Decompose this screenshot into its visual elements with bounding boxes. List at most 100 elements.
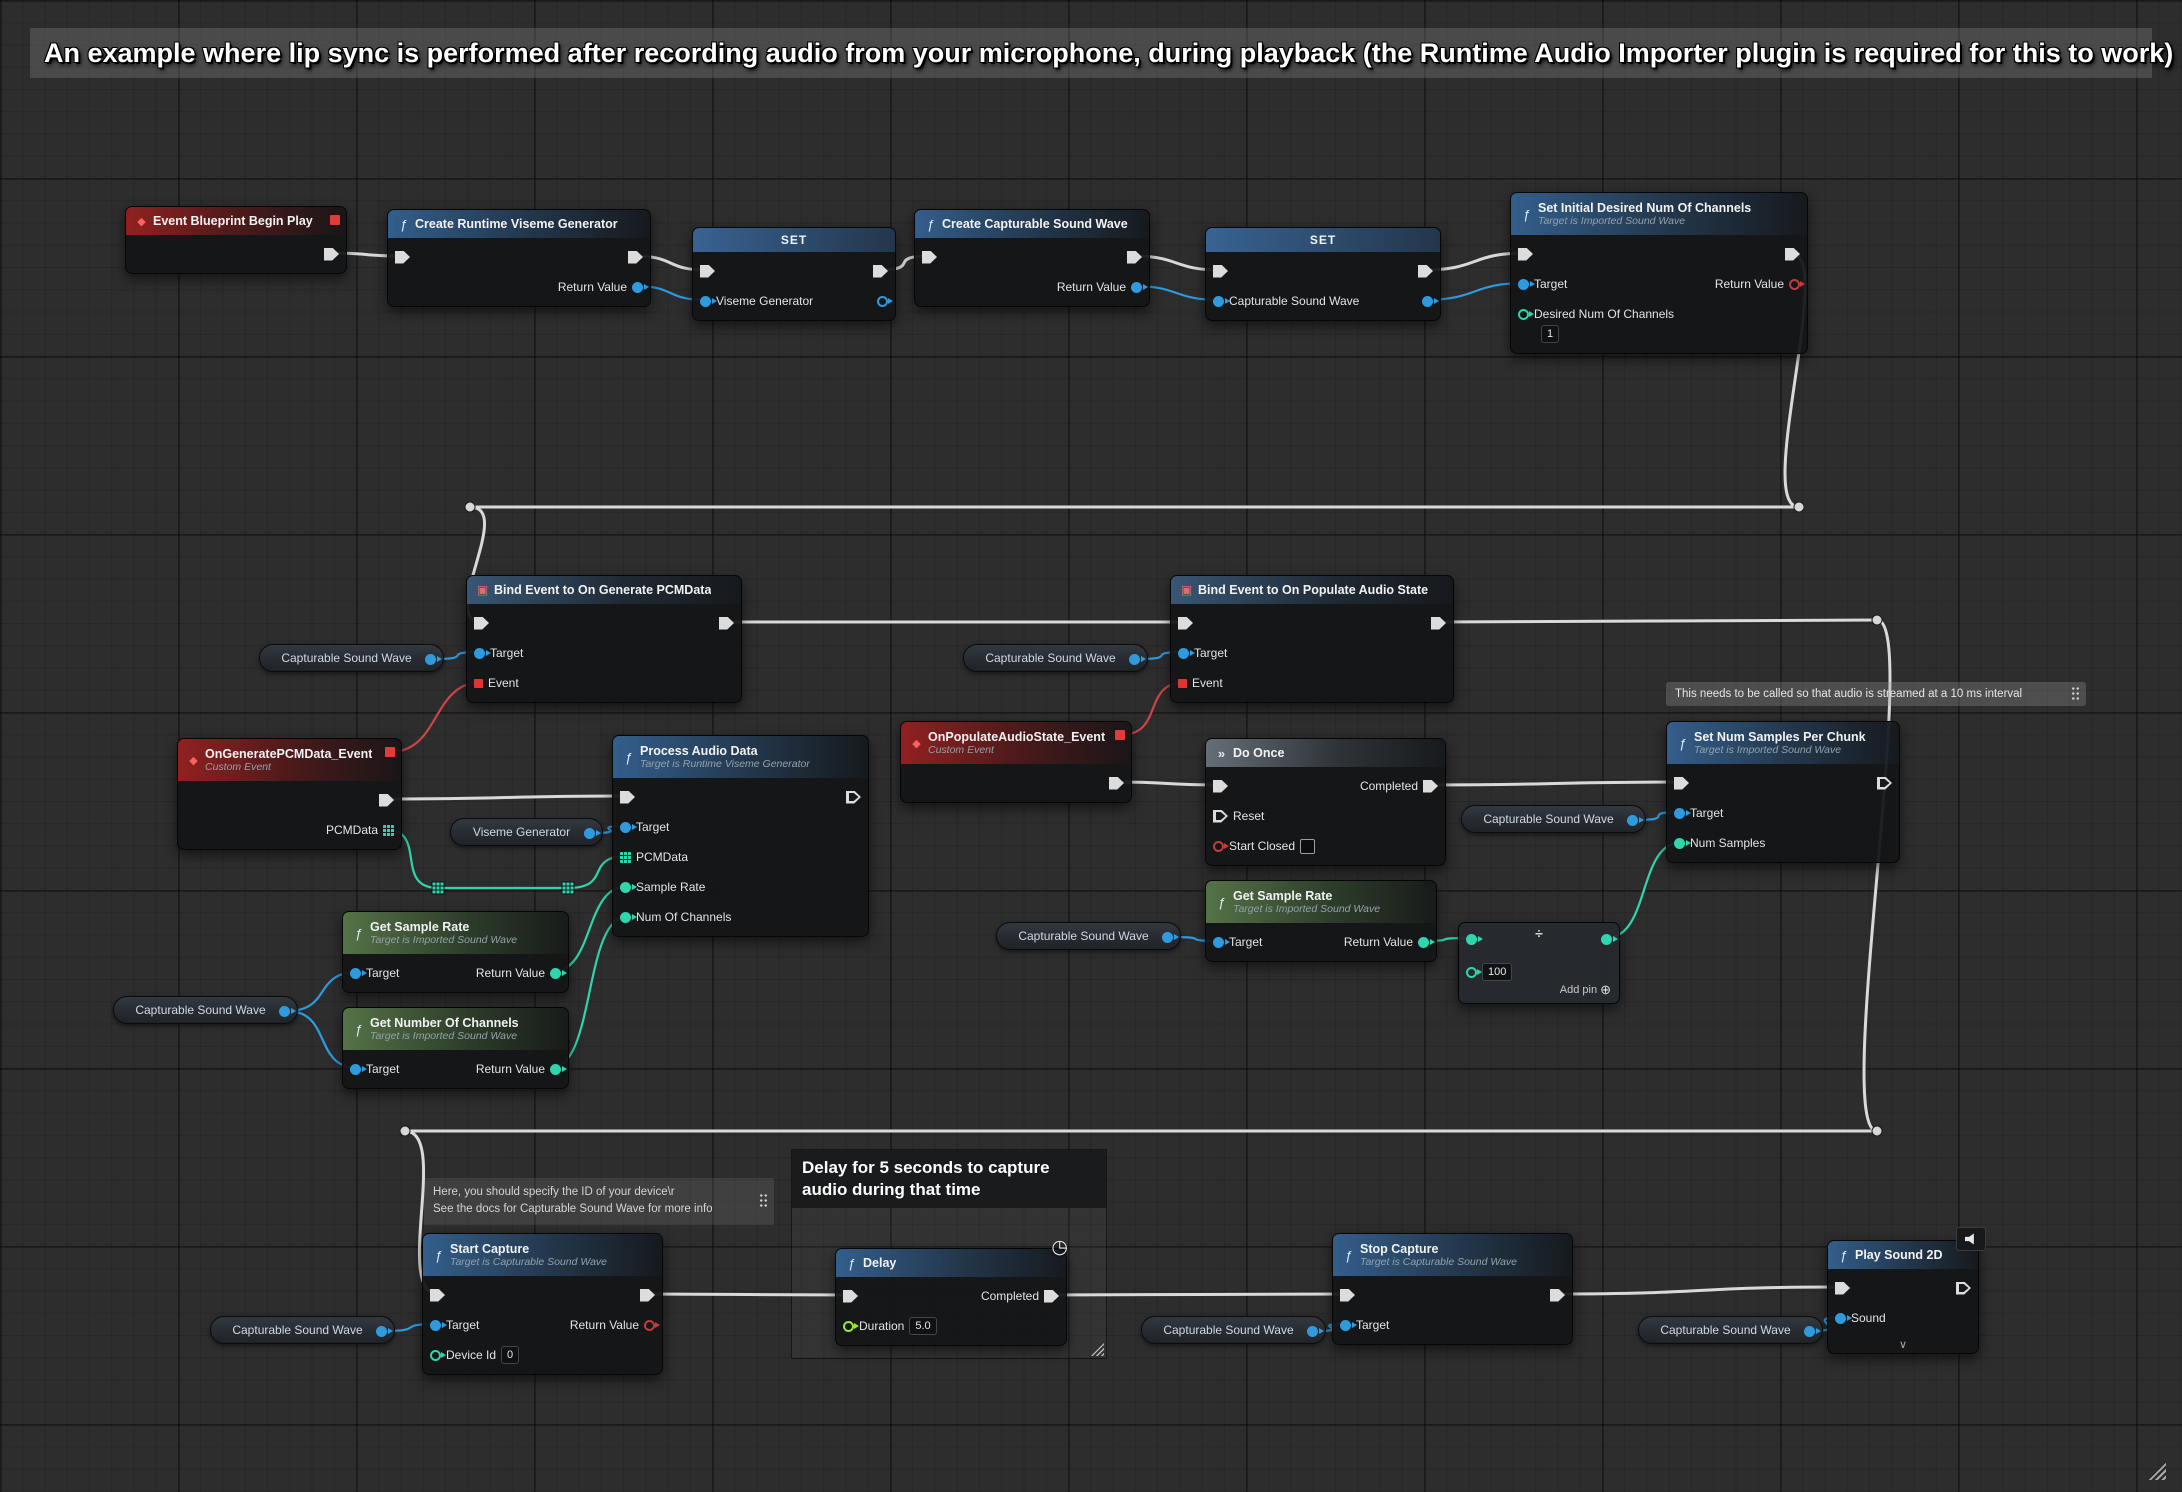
target-pin[interactable]: [1674, 807, 1691, 819]
graph-title-banner[interactable]: An example where lip sync is performed a…: [30, 28, 2173, 78]
reroute-knot[interactable]: [1871, 1125, 1883, 1137]
duration-pin[interactable]: [843, 1320, 859, 1332]
pin-value-input[interactable]: 100: [1482, 963, 1513, 981]
array-pin[interactable]: [383, 824, 394, 836]
return-value-pin[interactable]: [1131, 281, 1148, 293]
exec-pin[interactable]: [1178, 616, 1193, 630]
target-pin[interactable]: [1213, 936, 1230, 948]
output-pin[interactable]: [425, 653, 442, 665]
delay-comment-title[interactable]: Delay for 5 seconds to capture audio dur…: [792, 1150, 1106, 1209]
exec-pin[interactable]: [640, 1288, 655, 1302]
delegate-pin[interactable]: [1115, 730, 1125, 740]
return-value-pin[interactable]: [550, 1063, 567, 1075]
delegate-pin[interactable]: [1178, 678, 1187, 688]
exec-pin[interactable]: [395, 250, 410, 264]
device-id-pin[interactable]: [430, 1349, 446, 1361]
desired-num-of-channels-value-input[interactable]: 1: [1541, 325, 1560, 343]
output-pin[interactable]: [1307, 1325, 1324, 1337]
set-capturable-sound-wave-header[interactable]: SET: [1206, 228, 1440, 252]
output-pin[interactable]: [376, 1325, 393, 1337]
exec-pin[interactable]: [1956, 1281, 1971, 1295]
capturable-sound-wave-variable[interactable]: Capturable Sound Wave: [996, 922, 1181, 950]
expand-chevron-icon[interactable]: ∨: [1898, 1339, 1908, 1351]
target-pin[interactable]: [1340, 1319, 1357, 1331]
viseme-generator-pin[interactable]: [700, 295, 717, 307]
event-blueprint-begin-play[interactable]: ◆Event Blueprint Begin Play: [125, 206, 347, 274]
device-id-note[interactable]: Here, you should specify the ID of your …: [424, 1178, 774, 1225]
target-pin[interactable]: [350, 1063, 367, 1075]
node-comment-bubble[interactable]: This needs to be called so that audio is…: [1666, 682, 2086, 706]
exec-pin[interactable]: [1431, 616, 1446, 630]
exec-pin[interactable]: [324, 247, 339, 261]
target-pin[interactable]: [1518, 278, 1535, 290]
output-pin[interactable]: [1627, 814, 1644, 826]
object-pin[interactable]: [877, 295, 893, 307]
output-pin[interactable]: [1804, 1325, 1821, 1337]
capturable-sound-wave-variable[interactable]: Capturable Sound Wave: [210, 1316, 395, 1344]
capturable-sound-wave-variable[interactable]: Capturable Sound Wave: [259, 644, 444, 672]
canvas-resize-handle[interactable]: [2146, 1460, 2166, 1480]
exec-pin[interactable]: [700, 264, 715, 278]
num-of-channels-pin[interactable]: [620, 911, 637, 923]
exec-pin[interactable]: [379, 793, 394, 807]
reroute-knot[interactable]: [431, 881, 445, 895]
return-value-pin[interactable]: [632, 281, 649, 293]
exec-pin[interactable]: [1340, 1288, 1355, 1302]
delegate-pin[interactable]: [474, 678, 483, 688]
delegate-pin[interactable]: [330, 215, 340, 225]
exec-pin[interactable]: [1674, 776, 1689, 790]
object-pin[interactable]: [1422, 295, 1439, 307]
output-pin[interactable]: [279, 1005, 296, 1017]
capturable-sound-wave-variable[interactable]: Capturable Sound Wave: [1461, 805, 1646, 833]
int-pin[interactable]: [1601, 933, 1618, 945]
exec-pin[interactable]: [1213, 779, 1228, 793]
num-samples-pin[interactable]: [1674, 837, 1691, 849]
capturable-sound-wave-pin[interactable]: [1213, 295, 1230, 307]
exec-pin[interactable]: [922, 250, 937, 264]
duration-value-input[interactable]: 5.0: [909, 1317, 937, 1335]
sample-rate-pin[interactable]: [620, 881, 637, 893]
sound-pin[interactable]: [1835, 1312, 1852, 1324]
reroute-knot[interactable]: [561, 881, 575, 895]
return-value-pin[interactable]: [644, 1319, 660, 1331]
int-pin[interactable]: [1466, 966, 1482, 978]
start-closed-checkbox[interactable]: [1300, 838, 1316, 854]
reroute-knot[interactable]: [399, 1125, 411, 1137]
delegate-pin[interactable]: [385, 747, 395, 757]
exec-pin[interactable]: [1418, 264, 1433, 278]
exec-pin[interactable]: [1127, 250, 1142, 264]
exec-pin[interactable]: [1213, 264, 1228, 278]
exec-pin[interactable]: [846, 790, 861, 804]
reroute-knot[interactable]: [1871, 614, 1883, 626]
reroute-knot[interactable]: [464, 501, 476, 513]
exec-pin[interactable]: [843, 1289, 858, 1303]
exec-pin[interactable]: [1550, 1288, 1565, 1302]
capturable-sound-wave-variable[interactable]: Capturable Sound Wave: [113, 996, 298, 1024]
reroute-knot[interactable]: [1793, 501, 1805, 513]
bind-event-to-on-generate-pcmdata-header[interactable]: ▣Bind Event to On Generate PCMData: [467, 576, 741, 604]
array-pin[interactable]: [620, 851, 631, 863]
comment-resize-handle[interactable]: [1091, 1343, 1104, 1356]
return-value-pin[interactable]: [1789, 278, 1805, 290]
